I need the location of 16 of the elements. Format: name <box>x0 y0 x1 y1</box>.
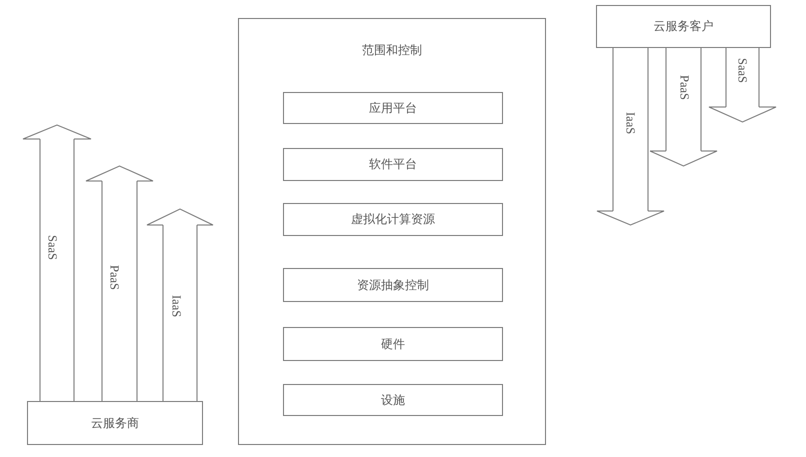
layer-box: 硬件 <box>283 327 503 361</box>
layer-box: 虚拟化计算资源 <box>283 203 503 236</box>
edge-label: PaaS <box>108 264 120 290</box>
edge-label: PaaS <box>678 74 690 100</box>
edge-label: IaaS <box>170 294 182 318</box>
layer-box: 设施 <box>283 384 503 416</box>
edge-label: SaaS <box>736 58 748 82</box>
layer-box: 应用平台 <box>283 92 503 124</box>
edge-label: SaaS <box>46 234 58 260</box>
layer-box: 软件平台 <box>283 148 503 181</box>
panel-title: 范围和控制 <box>362 43 422 58</box>
provider-box: 云服务商 <box>27 401 203 445</box>
scope-panel <box>238 18 546 445</box>
consumer-box: 云服务客户 <box>596 5 771 48</box>
layer-box: 资源抽象控制 <box>283 268 503 302</box>
edge-label: IaaS <box>624 112 636 134</box>
